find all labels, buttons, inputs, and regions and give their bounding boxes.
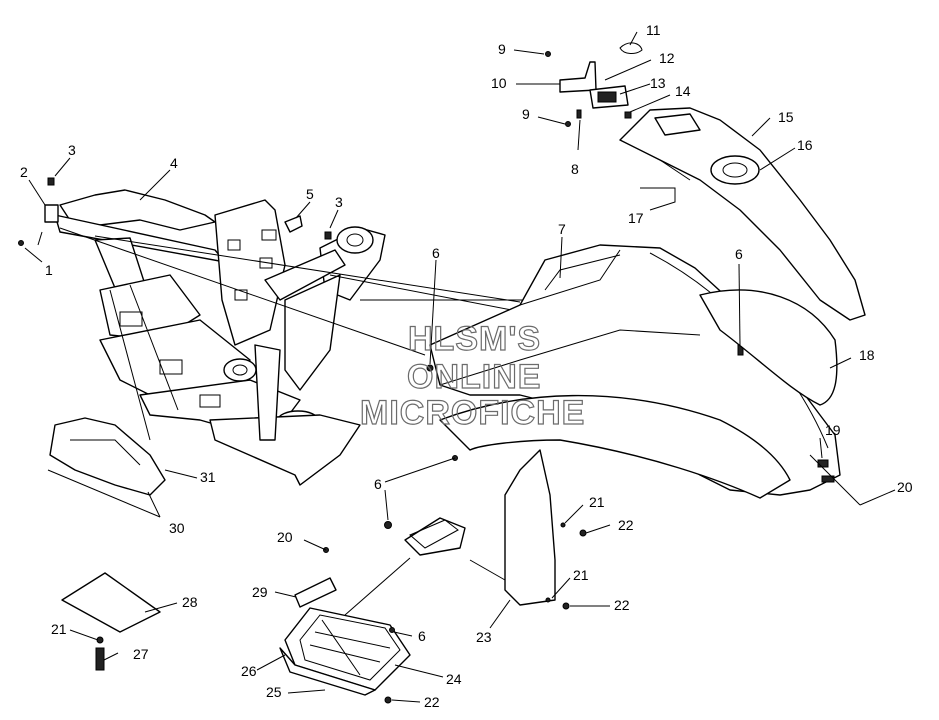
callout-6: 6: [374, 476, 382, 492]
bolt-27: [95, 647, 105, 671]
callout-6: 6: [735, 246, 743, 262]
callout-21: 21: [589, 494, 605, 510]
callout-4: 4: [170, 155, 178, 171]
watermark-line-3: MICROFICHE: [360, 394, 585, 432]
callout-6: 6: [432, 245, 440, 261]
callout-10: 10: [491, 75, 507, 91]
callout-20: 20: [277, 529, 293, 545]
callout-1: 1: [45, 262, 53, 278]
callout-7: 7: [558, 221, 566, 237]
callout-22: 22: [614, 597, 630, 613]
callout-15: 15: [778, 109, 794, 125]
watermark-line-1: HLSM'S: [408, 320, 541, 358]
fender-18: [699, 289, 838, 406]
callout-17: 17: [628, 210, 644, 226]
bracket-leaders: [513, 31, 796, 211]
callout-13: 13: [650, 75, 666, 91]
callout-26: 26: [241, 663, 257, 679]
frame-assembly: [54, 189, 386, 486]
callout-21: 21: [51, 621, 67, 637]
footpeg-bracket: [404, 517, 466, 556]
callout-8: 8: [571, 161, 579, 177]
clip-5: [284, 215, 303, 233]
watermark-line-2: ONLINE: [407, 358, 541, 396]
callout-6: 6: [418, 628, 426, 644]
callout-3: 3: [68, 142, 76, 158]
guard-31: [49, 417, 166, 496]
footrest-24: [279, 607, 411, 696]
callout-16: 16: [797, 137, 813, 153]
callout-14: 14: [675, 83, 691, 99]
callout-11: 11: [646, 22, 661, 38]
callout-22: 22: [424, 694, 440, 710]
callout-labels: 1 2 3 3 4 5 6 6 6 6 7 8 9 9 10 11 12 13 …: [20, 22, 913, 710]
callout-28: 28: [182, 594, 198, 610]
callout-24: 24: [446, 671, 462, 687]
plate-28: [61, 572, 161, 633]
callout-3: 3: [335, 194, 343, 210]
callout-2: 2: [20, 164, 28, 180]
mud-flap-23: [504, 449, 556, 606]
callout-5: 5: [306, 186, 314, 202]
watermark: HLSM'S ONLINE MICROFICHE: [359, 319, 585, 432]
callout-29: 29: [252, 584, 268, 600]
callout-9: 9: [498, 41, 506, 57]
callout-23: 23: [476, 629, 492, 645]
fender-lower-sweep: [439, 394, 791, 499]
callout-27: 27: [133, 646, 149, 662]
callout-12: 12: [659, 50, 675, 66]
misc-leaders: [69, 236, 896, 703]
upper-fender-16: [619, 107, 866, 321]
callout-21: 21: [573, 567, 589, 583]
callout-9: 9: [522, 106, 530, 122]
fastener-3-right: [324, 231, 332, 240]
callout-31: 31: [200, 469, 216, 485]
callout-30: 30: [169, 520, 185, 536]
callout-25: 25: [266, 684, 282, 700]
callout-22: 22: [618, 517, 634, 533]
fasteners-left: [18, 157, 71, 263]
callout-20: 20: [897, 479, 913, 495]
footrest-29: [294, 577, 337, 608]
callout-18: 18: [859, 347, 875, 363]
callout-19: 19: [825, 422, 841, 438]
bracket-group: [545, 42, 643, 127]
